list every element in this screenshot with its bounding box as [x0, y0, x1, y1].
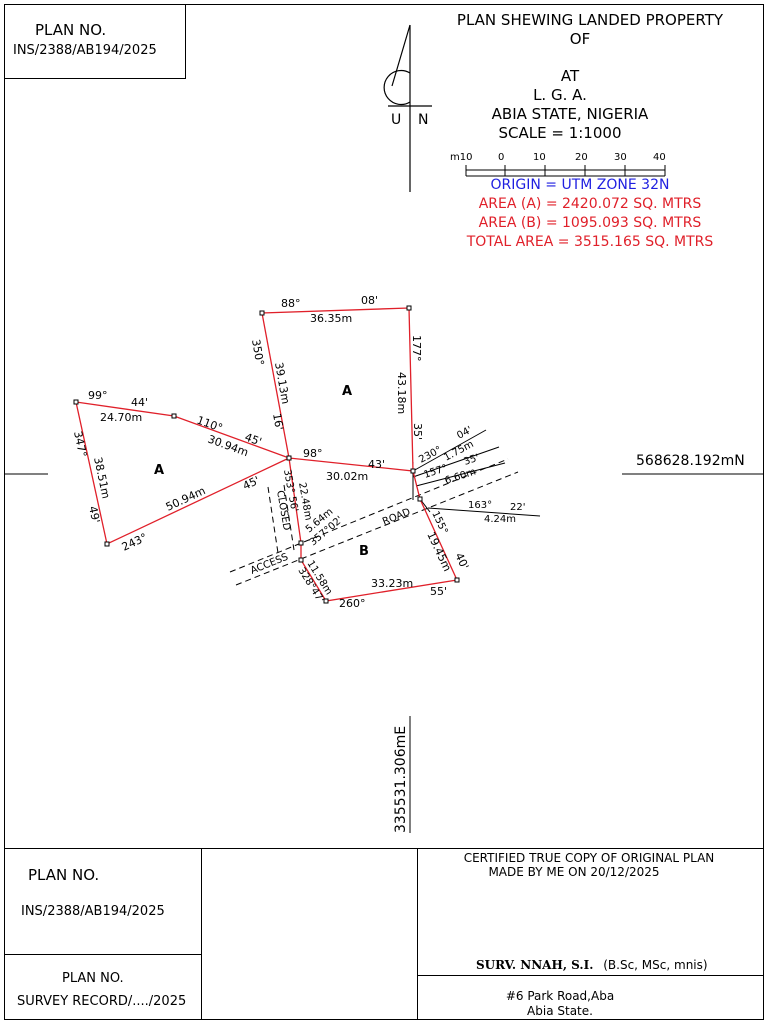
survey-annotations: 88° 08' 36.35m 350° 39.13m 16' 177° 43.1… — [71, 294, 525, 610]
title-block-divider-2 — [417, 848, 418, 1020]
record-plan-label: PLAN NO. — [62, 971, 124, 986]
survey-record-number: SURVEY RECORD/..../2025 — [17, 994, 187, 1009]
cert-line-1: CERTIFIED TRUE COPY OF ORIGINAL PLAN — [463, 851, 715, 865]
bearing-45b: 45' — [241, 474, 262, 493]
bearing-40: 40' — [452, 551, 471, 572]
surveyor-signature: SURV. NNAH, S.I. (B.Sc, MSc, mnis) — [476, 958, 708, 972]
bearing-110: 110° — [195, 414, 224, 435]
bearing-16: 16' — [270, 412, 286, 431]
distance-33-23: 33.23m — [371, 577, 413, 590]
plan-number-box: PLAN NO. INS/2388/AB194/2025 — [4, 4, 186, 79]
surveyor-name: SURV. NNAH, S.I. — [476, 958, 594, 972]
plan-info: ORIGIN = UTM ZONE 32N AREA (A) = 2420.07… — [430, 176, 750, 252]
scale-bar — [465, 165, 666, 177]
easting-label: 335531.306mE — [393, 726, 409, 833]
bearing-99: 99° — [88, 389, 108, 402]
bearing-243: 243° — [120, 531, 150, 554]
cert-line-2: MADE BY ME ON 20/12/2025 — [488, 865, 660, 879]
north-arrow — [383, 24, 432, 192]
plan-title: PLAN SHEWING LANDED PROPERTY OF AT L. G.… — [430, 11, 750, 143]
parcel-a-left-label: A — [154, 463, 164, 478]
distance-24-70: 24.70m — [100, 411, 142, 424]
bearing-88: 88° — [281, 297, 301, 310]
extension-lines — [412, 429, 541, 517]
area-a-text: AREA (A) = 2420.072 SQ. MTRS — [478, 196, 702, 212]
plan-number-value: INS/2388/AB194/2025 — [13, 43, 157, 58]
bearing-43: 43' — [368, 458, 385, 471]
bearing-22: 22' — [510, 502, 525, 513]
closed-road — [267, 484, 295, 554]
distance-38-51: 38.51m — [91, 456, 112, 500]
title-block — [4, 848, 764, 1020]
bearing-55: 55' — [430, 585, 447, 598]
address-line-1: #6 Park Road,Aba — [505, 989, 615, 1003]
distance-36-35: 36.35m — [310, 312, 352, 325]
title-block-divider-3 — [4, 954, 202, 955]
scale-label-m10: m10 — [450, 152, 472, 163]
bearing-04: 04' — [455, 425, 474, 442]
bearing-35: 35' — [411, 423, 424, 440]
bearing-56: 56' — [286, 496, 300, 513]
origin-text: ORIGIN = UTM ZONE 32N — [490, 177, 670, 193]
bearing-163: 163° — [468, 500, 492, 511]
surveyor-address: #6 Park Road,Aba Abia State. — [480, 989, 640, 1019]
title-line-6: SCALE = 1:1000 — [498, 124, 622, 142]
title-block-divider-1 — [201, 848, 202, 1020]
bearing-08: 08' — [361, 294, 378, 307]
scale-label-40: 40 — [653, 152, 666, 163]
title-line-3: AT — [560, 67, 580, 85]
beacons — [73, 305, 460, 604]
northing-label: 568628.192mN — [636, 453, 745, 469]
distance-50-94: 50.94m — [164, 484, 208, 514]
bearing-347: 347° — [71, 430, 89, 459]
north-u-label: U — [391, 112, 401, 128]
distance-6-60: 6.60m — [444, 466, 478, 486]
road-label: ROAD — [381, 507, 412, 528]
north-n-label: N — [418, 112, 428, 128]
bearing-350: 350° — [249, 338, 266, 366]
bearing-45a: 45' — [243, 431, 263, 449]
bearing-49: 49' — [86, 505, 102, 524]
scale-label-10: 10 — [533, 152, 546, 163]
bearing-44: 44' — [131, 396, 148, 409]
distance-43-18: 43.18m — [395, 372, 408, 414]
bearing-177: 177° — [410, 335, 423, 362]
title-line-4: L. G. A. — [533, 86, 587, 104]
parcel-a-upper-label: A — [342, 384, 352, 399]
bearing-230: 230° — [417, 445, 443, 466]
bottom-plan-label: PLAN NO. — [28, 866, 100, 884]
certification-text: CERTIFIED TRUE COPY OF ORIGINAL PLAN MAD… — [424, 851, 754, 879]
title-line-2: OF — [569, 30, 591, 48]
address-line-2: Abia State. — [527, 1004, 593, 1018]
surveyor-credentials: (B.Sc, MSc, mnis) — [603, 958, 708, 972]
scale-label-30: 30 — [614, 152, 627, 163]
bearing-98: 98° — [303, 447, 323, 460]
area-b-text: AREA (B) = 1095.093 SQ. MTRS — [478, 215, 702, 231]
bearing-353: 353° — [281, 469, 296, 495]
title-block-divider-4 — [417, 975, 764, 976]
distance-19-45: 19.45m — [424, 530, 454, 574]
scale-label-0: 0 — [498, 152, 504, 163]
distance-30-02: 30.02m — [326, 470, 368, 483]
access-road — [229, 458, 519, 586]
total-area-text: TOTAL AREA = 3515.165 SQ. MTRS — [466, 234, 714, 250]
parcel-b-label: B — [359, 544, 369, 559]
scale-label-20: 20 — [575, 152, 588, 163]
distance-30-94: 30.94m — [206, 433, 250, 460]
bearing-35b: 35' — [463, 453, 481, 468]
bearing-260: 260° — [339, 597, 366, 610]
bottom-plan-number: INS/2388/AB194/2025 — [21, 904, 165, 919]
plan-number-label: PLAN NO. — [35, 21, 107, 39]
distance-4-24: 4.24m — [484, 514, 516, 525]
title-line-5: ABIA STATE, NIGERIA — [491, 105, 649, 123]
title-line-1: PLAN SHEWING LANDED PROPERTY — [456, 11, 724, 29]
